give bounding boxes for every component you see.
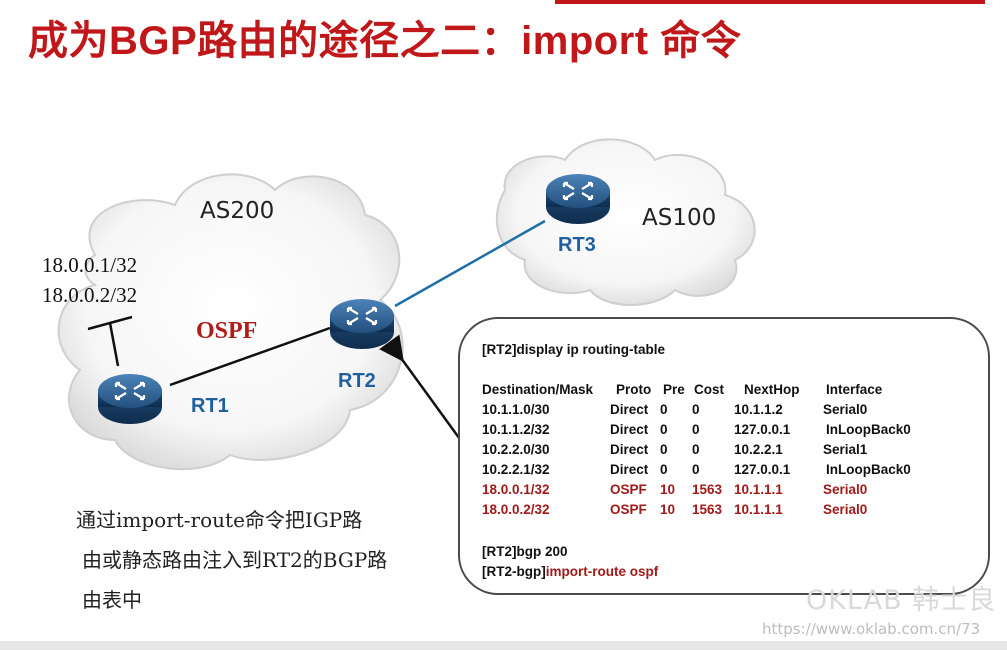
cell-proto: Direct (610, 442, 649, 457)
cell-nexthop: 10.1.1.1 (734, 502, 783, 517)
description-line-1: 通过import-route命令把IGP路 (76, 508, 363, 532)
cell-proto: Direct (610, 422, 649, 437)
as200-label: AS200 (200, 198, 275, 224)
cell-nexthop: 127.0.0.1 (734, 422, 791, 437)
router-rt1-icon (98, 374, 162, 424)
cell-proto: Direct (610, 462, 649, 477)
table-header-row: Destination/Mask Proto Pre Cost NextHop … (482, 382, 982, 400)
cell-cost: 0 (692, 442, 700, 457)
cell-nexthop: 10.1.1.2 (734, 402, 783, 417)
watermark-footer: https://www.oklab.com.cn/73 (762, 620, 981, 638)
header-pre: Pre (663, 382, 685, 397)
as100-label: AS100 (642, 205, 717, 231)
table-row: 10.2.2.1/32 Direct 0 0 127.0.0.1 InLoopBack0 (482, 462, 982, 480)
cell-destination: 10.1.1.2/32 (482, 422, 550, 437)
cell-cost: 0 (692, 402, 700, 417)
cell-destination: 18.0.0.2/32 (482, 502, 550, 517)
title-accent-bar (555, 0, 985, 4)
table-row: 18.0.0.2/32 OSPF 10 1563 10.1.1.1 Serial0 (482, 502, 982, 520)
cell-proto: OSPF (610, 482, 647, 497)
link-rt1-rt2 (169, 326, 331, 387)
display-command: [RT2]display ip routing-table (482, 342, 666, 357)
import-route-command: import-route ospf (545, 564, 659, 579)
config-prompt: [RT2-bgp] (482, 564, 546, 579)
description-text: 通过import-route命令把IGP路 由或静态路由注入到RT2的BGP路 … (76, 500, 456, 620)
config-line-bgp: [RT2]bgp 200 (482, 544, 568, 559)
description-line-2: 由或静态路由注入到RT2的BGP路 (82, 548, 388, 572)
table-row: 18.0.0.1/32 OSPF 10 1563 10.1.1.1 Serial0 (482, 482, 982, 500)
cell-destination: 10.1.1.0/30 (482, 402, 550, 417)
router-rt1-label: RT1 (191, 395, 229, 417)
header-cost: Cost (694, 382, 724, 397)
router-rt2-icon (330, 299, 394, 349)
cell-nexthop: 127.0.0.1 (734, 462, 791, 477)
cell-pre: 0 (660, 462, 668, 477)
prefix-1: 18.0.0.1/32 (42, 253, 138, 277)
header-proto: Proto (616, 382, 652, 397)
prefix-2: 18.0.0.2/32 (42, 283, 138, 307)
cell-proto: OSPF (610, 502, 647, 517)
cell-interface: InLoopBack0 (826, 462, 911, 477)
cell-cost: 1563 (692, 502, 723, 517)
cell-pre: 0 (660, 402, 668, 417)
cell-destination: 10.2.2.1/32 (482, 462, 550, 477)
cell-cost: 0 (692, 422, 700, 437)
table-row: 10.2.2.0/30 Direct 0 0 10.2.2.1 Serial1 (482, 442, 982, 460)
cell-cost: 0 (692, 462, 700, 477)
router-rt3-label: RT3 (558, 234, 596, 256)
prefix-stem (108, 322, 120, 367)
cell-pre: 0 (660, 422, 668, 437)
table-row: 10.1.1.0/30 Direct 0 0 10.1.1.2 Serial0 (482, 402, 982, 420)
cell-interface: InLoopBack0 (826, 422, 911, 437)
cell-nexthop: 10.2.2.1 (734, 442, 783, 457)
table-row: 10.1.1.2/32 Direct 0 0 127.0.0.1 InLoopBack0 (482, 422, 982, 440)
watermark-brand: OKLAB 韩士良 (806, 585, 997, 616)
bottom-bar (0, 641, 1007, 650)
description-line-3: 由表中 (82, 588, 142, 612)
header-destination: Destination/Mask (482, 382, 594, 397)
routing-table-box: [RT2]display ip routing-table Destinatio… (458, 317, 990, 595)
router-rt2-label: RT2 (338, 370, 376, 392)
cell-proto: Direct (610, 402, 649, 417)
cell-interface: Serial0 (823, 402, 868, 417)
header-interface: Interface (826, 382, 883, 397)
link-rt2-rt3 (394, 219, 546, 308)
cell-cost: 1563 (692, 482, 723, 497)
cell-destination: 18.0.0.1/32 (482, 482, 550, 497)
cell-interface: Serial0 (823, 482, 868, 497)
cell-interface: Serial1 (823, 442, 868, 457)
cell-interface: Serial0 (823, 502, 868, 517)
cell-nexthop: 10.1.1.1 (734, 482, 783, 497)
slide-title: 成为BGP路由的途径之二：import 命令 (28, 19, 742, 63)
ospf-link-label: OSPF (196, 318, 258, 344)
header-nexthop: NextHop (744, 382, 800, 397)
config-line-import: [RT2-bgp]import-route ospf (482, 564, 658, 579)
cell-pre: 10 (660, 502, 676, 517)
cell-pre: 10 (660, 482, 676, 497)
cell-pre: 0 (660, 442, 668, 457)
cell-destination: 10.2.2.0/30 (482, 442, 550, 457)
router-rt3-icon (546, 174, 610, 224)
